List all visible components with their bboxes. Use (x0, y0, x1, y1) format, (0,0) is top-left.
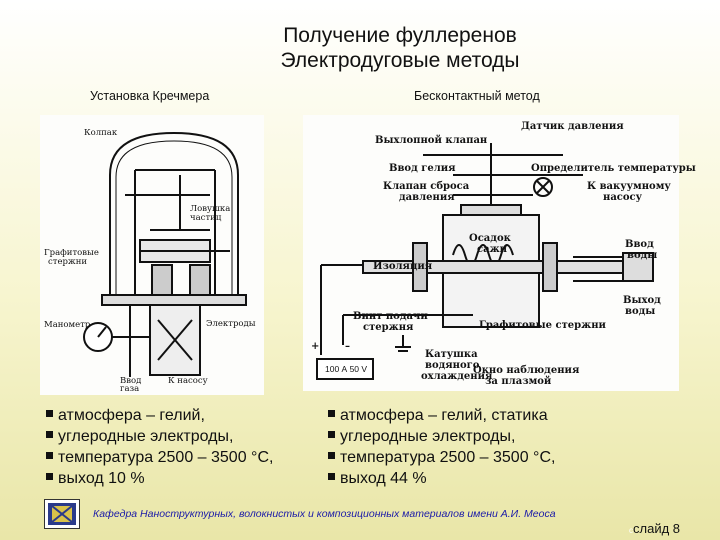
label-water-in: Ввод (625, 239, 654, 250)
right-bullet-list: атмосфера – гелий, статика углеродные эл… (326, 405, 555, 489)
list-item: температура 2500 – 3500 °С, (326, 447, 555, 468)
label-pressure-sensor: Датчик давления (521, 121, 624, 132)
label-trap: Ловушка (190, 204, 231, 214)
label-vacuum: К вакуумному (587, 181, 671, 192)
department-logo-icon (44, 499, 80, 529)
slide-prefix: с (629, 526, 633, 535)
bullet-square-icon (328, 410, 335, 417)
label-window-2: за плазмой (485, 376, 552, 387)
label-coil: Катушка (425, 349, 478, 360)
kratschmer-drawing (83, 131, 247, 377)
list-item: углеродные электроды, (44, 426, 273, 447)
label-feed-screw-2: стержня (363, 322, 414, 333)
label-water-out: Выход (623, 295, 661, 306)
list-item: температура 2500 – 3500 °С, (44, 447, 273, 468)
left-diagram-caption: Установка Кречмера (90, 89, 210, 103)
label-temperature: Определитель температуры (531, 163, 696, 174)
label-soot-2: сажи (477, 244, 508, 255)
slide-number: сслайд 8 (629, 521, 680, 536)
label-insulation: Изоляция (373, 261, 433, 272)
label-window: Окно наблюдения (473, 365, 580, 376)
bullet-square-icon (46, 410, 53, 417)
list-item: выход 10 % (44, 468, 273, 489)
label-coil-3: охлаждения (421, 371, 493, 382)
right-diagram-caption: Бесконтактный метод (414, 89, 540, 103)
kratschmer-apparatus-diagram: Колпак Ловушка частиц Графитовые стержни… (40, 115, 264, 395)
contactless-method-diagram: Выхлопной клапан Датчик давления Ввод ге… (303, 115, 696, 391)
label-coil-2: водяного (425, 360, 480, 371)
list-item: атмосфера – гелий, статика (326, 405, 555, 426)
left-bullet-list: атмосфера – гелий, углеродные электроды,… (44, 405, 273, 489)
label-cap: Колпак (84, 128, 118, 138)
label-graphite-rods: Графитовые стержни (479, 320, 606, 331)
label-graphite: Графитовые (44, 248, 99, 258)
bullet-square-icon (46, 473, 53, 480)
list-item: выход 44 % (326, 468, 555, 489)
label-feed-screw: Винт подачи (353, 311, 428, 322)
label-relief-valve-2: давления (399, 192, 455, 203)
label-soot: Осадок (469, 233, 511, 244)
label-helium-in: Ввод гелия (389, 163, 456, 174)
footer-department: Кафедра Наноструктурных, волокнистых и к… (93, 508, 556, 520)
label-pump: К насосу (168, 376, 208, 386)
slide-label: слайд 8 (633, 521, 681, 536)
slide-title: Получение фуллеренов (283, 24, 517, 47)
contactless-drawing (316, 143, 654, 380)
label-plus: + (311, 341, 320, 352)
bullet-square-icon (328, 431, 335, 438)
label-gas-in-2: газа (120, 384, 140, 394)
label-water-out-2: воды (625, 306, 656, 317)
label-manometer: Манометр (44, 320, 91, 330)
label-graphite-2: стержни (48, 257, 88, 267)
label-electrodes: Электроды (206, 319, 256, 329)
bullet-square-icon (328, 473, 335, 480)
label-relief-valve: Клапан сброса (383, 181, 470, 192)
label-exhaust-valve: Выхлопной клапан (375, 135, 488, 146)
list-item: углеродные электроды, (326, 426, 555, 447)
label-minus: – (345, 341, 350, 352)
label-power-supply: 100 А 50 V (325, 364, 368, 374)
bullet-square-icon (328, 452, 335, 459)
label-trap-2: частиц (190, 213, 222, 223)
list-item: атмосфера – гелий, (44, 405, 273, 426)
label-vacuum-2: насосу (603, 192, 643, 203)
label-water-in-2: воды (627, 250, 658, 261)
bullet-square-icon (46, 452, 53, 459)
label-gas-in: Ввод (120, 376, 142, 386)
slide-subtitle: Электродуговые методы (280, 49, 520, 72)
bullet-square-icon (46, 431, 53, 438)
